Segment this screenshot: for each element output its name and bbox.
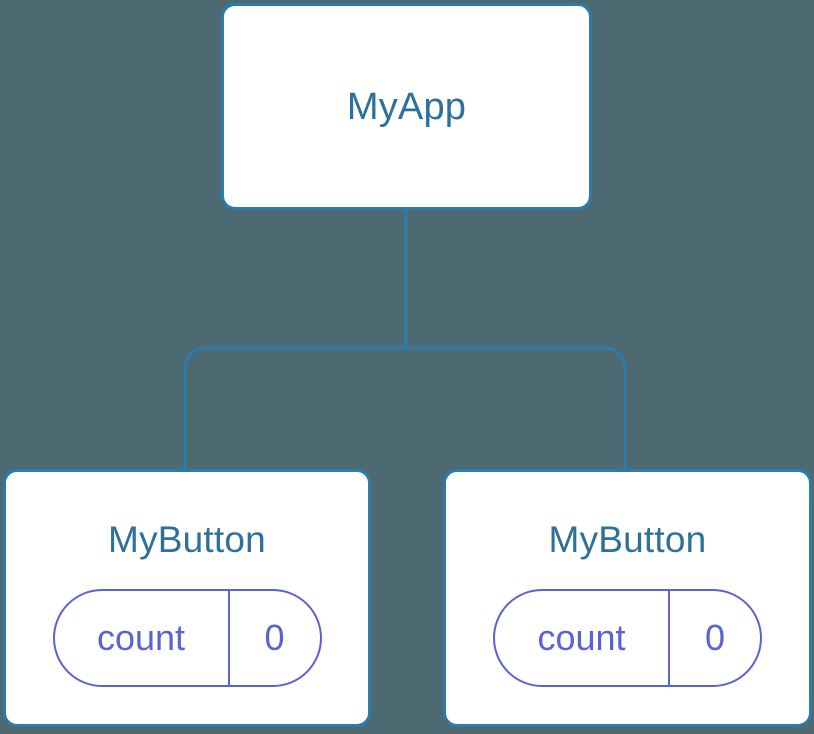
state-divider [227, 591, 230, 685]
node-myapp[interactable]: MyApp [221, 3, 592, 210]
node-mybutton-left-label: MyButton [108, 519, 266, 560]
state-key-label: count [537, 617, 626, 658]
node-myapp-label: MyApp [346, 85, 467, 128]
node-mybutton-left[interactable]: MyButton count 0 [3, 469, 371, 727]
edge-branch-bar-right [406, 346, 627, 470]
edge-branch-bar-left [183, 346, 406, 470]
node-mybutton-right-label: MyButton [548, 519, 707, 560]
state-badge-count-left[interactable]: count 0 [52, 589, 322, 687]
state-value-label: 0 [704, 617, 726, 658]
state-value-label: 0 [264, 617, 285, 658]
state-badge-count-right[interactable]: count 0 [493, 589, 762, 687]
node-mybutton-right[interactable]: MyButton count 0 [443, 469, 812, 727]
state-key-label: count [96, 617, 186, 658]
state-divider [668, 591, 670, 685]
